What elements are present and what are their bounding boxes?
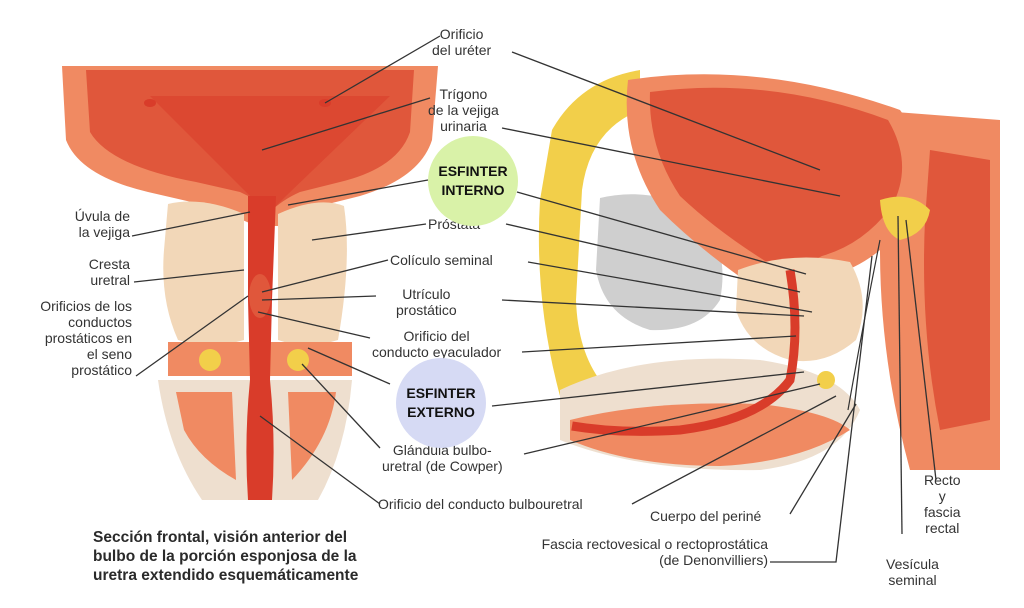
- sagittal-urethra: [571, 269, 800, 436]
- sagittal-bladder-lumen: [649, 87, 903, 272]
- sagittal-section: [538, 70, 1000, 471]
- leader-cresta: [133, 269, 245, 283]
- label-uvula: Úvula de la vejiga: [74, 208, 130, 240]
- leader-esfinter-interno-frontal: [287, 179, 429, 206]
- leader-esfinter-externo-sagittal: [491, 371, 805, 407]
- leader-uvula: [131, 211, 251, 237]
- label-coliculo: Colículo seminal: [390, 252, 493, 268]
- label-utriculo: Utrículo prostático: [396, 286, 457, 318]
- leader-orificios-conductos: [135, 295, 249, 377]
- label-orificio-ureter: Orificio del uréter: [432, 26, 492, 58]
- frontal-prostate-left: [163, 201, 244, 345]
- leader-utriculo-frontal: [261, 295, 377, 301]
- label-orificio-eyaculador: Orificio del conducto eyaculador: [372, 328, 502, 360]
- label-recto: Recto y fascia rectal: [924, 472, 961, 536]
- leader-bulbouretral-sagittal: [631, 395, 837, 505]
- label-fascia: Fascia rectovesical o rectoprostática (d…: [541, 536, 768, 568]
- leader-eyaculador-sagittal: [521, 335, 797, 353]
- leader-utriculo-sagittal: [501, 299, 805, 317]
- leader-cowper-frontal: [301, 363, 381, 449]
- figure-caption: Sección frontal, visión anterior del bul…: [93, 529, 359, 584]
- badge-esfinter-externo: ESFINTER EXTERNO: [396, 358, 486, 448]
- leader-perine: [789, 403, 857, 515]
- leader-esfinter-interno-sagittal: [516, 191, 807, 275]
- leader-ureter-frontal: [324, 35, 441, 104]
- frontal-urethra: [246, 196, 276, 500]
- leader-coliculo-frontal: [261, 259, 389, 293]
- label-cresta: Cresta uretral: [88, 256, 130, 288]
- leader-trigono-frontal: [261, 97, 431, 151]
- sagittal-seminal-vesicle: [880, 196, 930, 240]
- leader-prostata-sagittal: [505, 223, 801, 293]
- leader-lines: [131, 35, 937, 563]
- label-vesicula: Vesícula seminal: [886, 556, 939, 588]
- frontal-trigone: [150, 96, 390, 220]
- frontal-cowper-left: [199, 349, 221, 371]
- frontal-colliculus: [249, 274, 271, 318]
- frontal-bulb-muscle-left: [176, 392, 236, 480]
- label-glandula-bulbouretral: Glándula bulbo- uretral (de Cowper): [382, 442, 503, 474]
- leader-cowper-sagittal: [523, 383, 821, 455]
- frontal-ureter-orifice-left: [144, 99, 156, 107]
- leader-recto: [905, 219, 937, 481]
- frontal-section: [62, 66, 438, 500]
- leader-esfinter-externo-frontal: [307, 347, 391, 385]
- leader-vesicula: [897, 215, 903, 535]
- leader-coliculo-sagittal: [527, 261, 813, 313]
- sagittal-rectum-lumen: [924, 150, 990, 430]
- leader-eyaculador-frontal: [257, 311, 371, 339]
- leader-fascia: [770, 255, 873, 563]
- sagittal-cowper: [817, 371, 835, 389]
- label-trigono: Trígono de la vejiga urinaria: [428, 86, 499, 134]
- leader-prostata-frontal: [311, 223, 427, 241]
- sagittal-fat-anterior: [538, 70, 640, 396]
- badge-esfinter-interno: ESFINTER INTERNO: [428, 136, 518, 226]
- label-orificios-conductos: Orificios de los conductos prostáticos e…: [40, 298, 132, 378]
- leader-ureter-sagittal: [511, 51, 821, 171]
- leader-bulbouretral-frontal: [259, 415, 381, 505]
- leader-trigono-sagittal: [501, 127, 841, 197]
- label-cuerpo-perine: Cuerpo del periné: [650, 508, 762, 524]
- frontal-bulb-muscle-right: [284, 392, 336, 480]
- sagittal-bulb-muscle: [570, 403, 850, 466]
- label-orificio-bulbouretral: Orificio del conducto bulbouretral: [378, 496, 583, 512]
